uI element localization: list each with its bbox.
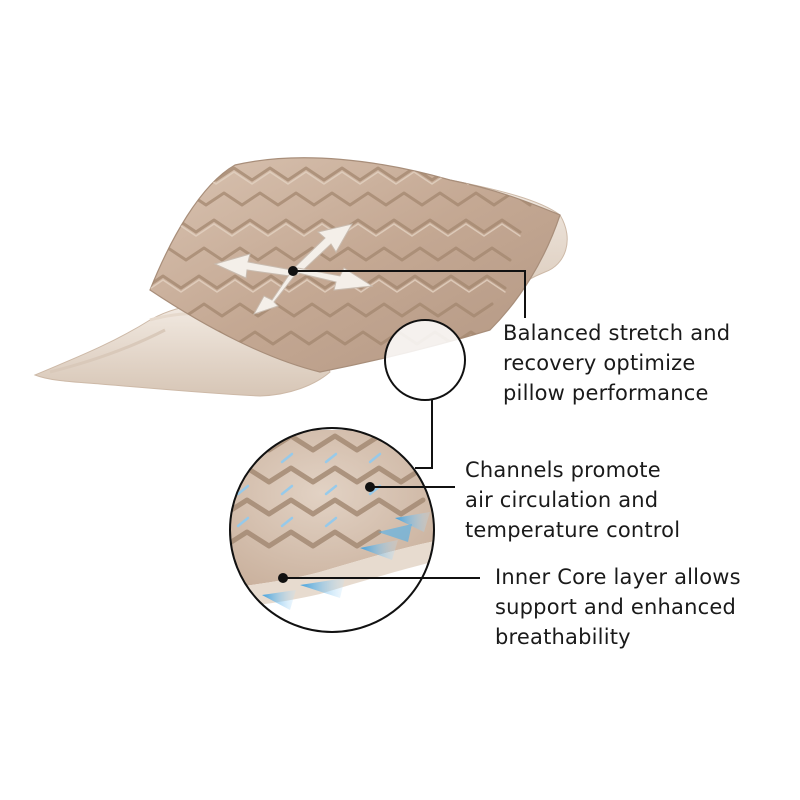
callout-line: Channels promote xyxy=(465,458,661,482)
callout-line: air circulation and xyxy=(465,488,659,512)
callout-line: recovery optimize xyxy=(503,351,696,375)
callout-inner-core: Inner Core layer allows support and enha… xyxy=(495,562,741,652)
zoom-detail-circle xyxy=(229,427,435,633)
magnifier-connector-line xyxy=(415,400,433,469)
stretch-arrows-icon xyxy=(213,223,374,315)
magnifier-source-circle xyxy=(384,319,466,401)
channels-marker-dot xyxy=(365,482,375,492)
callout-line: support and enhanced xyxy=(495,595,736,619)
callout-line: breathability xyxy=(495,625,631,649)
callout-line: Balanced stretch and xyxy=(503,321,731,345)
inner-core-marker-dot xyxy=(278,573,288,583)
airflow-arrows-icon xyxy=(262,512,430,610)
callout-channels: Channels promote air circulation and tem… xyxy=(465,455,680,545)
callout-line: Inner Core layer allows xyxy=(495,565,741,589)
callout-line: temperature control xyxy=(465,518,681,542)
callout-line: pillow performance xyxy=(503,381,709,405)
fabric-top-surface xyxy=(149,157,561,373)
leader-lines xyxy=(283,270,526,579)
callout-stretch-recovery: Balanced stretch and recovery optimize p… xyxy=(503,318,730,408)
